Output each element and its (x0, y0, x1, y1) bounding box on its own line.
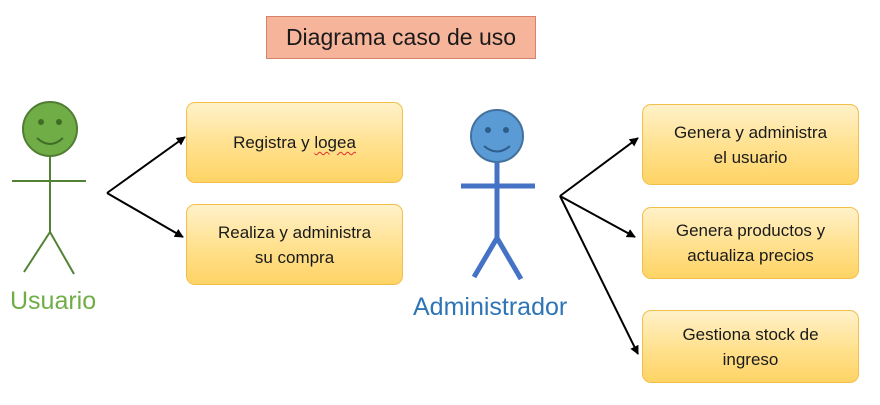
arrow-usuario-to-registra (106, 136, 186, 194)
usecase-genera-usuario-label: Genera y administra el usuario (673, 122, 828, 167)
usecase-genera-productos-label: Genera productos y actualiza precios (675, 221, 826, 265)
usecase-realiza-compra-label: Realiza y administra su compra (217, 222, 372, 267)
usecase-gestiona-stock[interactable]: Gestiona stock de ingreso (642, 310, 859, 383)
arrow-admin-to-usuario (559, 137, 639, 197)
usecase-registra-logea[interactable]: Registra y logea (186, 102, 403, 183)
diagram-title: Diagrama caso de uso (266, 16, 536, 59)
administrador-actor-figure (461, 109, 535, 281)
administrador-right-leg (494, 236, 524, 281)
usecase-realiza-compra[interactable]: Realiza y administra su compra (186, 204, 403, 285)
arrow-usuario-to-compra (106, 192, 184, 238)
usuario-head (22, 101, 78, 157)
usuario-right-leg (49, 231, 75, 275)
arrow-admin-to-stock (559, 195, 639, 355)
administrador-left-leg (471, 236, 500, 279)
usuario-smile (36, 137, 64, 145)
usuario-actor-figure (12, 101, 86, 275)
usecase-gestiona-stock-label: Gestiona stock de ingreso (682, 324, 819, 369)
spellcheck-flagged-word: logea (314, 133, 356, 152)
usecase-genera-usuario[interactable]: Genera y administra el usuario (642, 104, 859, 185)
administrador-left-eye (485, 127, 491, 133)
usecase-registra-logea-label: Registra y logea (233, 133, 356, 152)
administrador-head (470, 109, 524, 163)
administrador-smile (483, 145, 511, 153)
administrador-label: Administrador (413, 293, 568, 321)
usuario-left-eye (38, 119, 44, 125)
arrow-admin-to-productos (559, 195, 636, 238)
usuario-label: Usuario (10, 287, 97, 315)
usecase-genera-productos[interactable]: Genera productos y actualiza precios (642, 207, 859, 279)
usuario-left-leg (23, 231, 51, 273)
usuario-right-eye (56, 119, 62, 125)
administrador-right-eye (503, 127, 509, 133)
diagram-title-text: Diagrama caso de uso (285, 24, 517, 50)
